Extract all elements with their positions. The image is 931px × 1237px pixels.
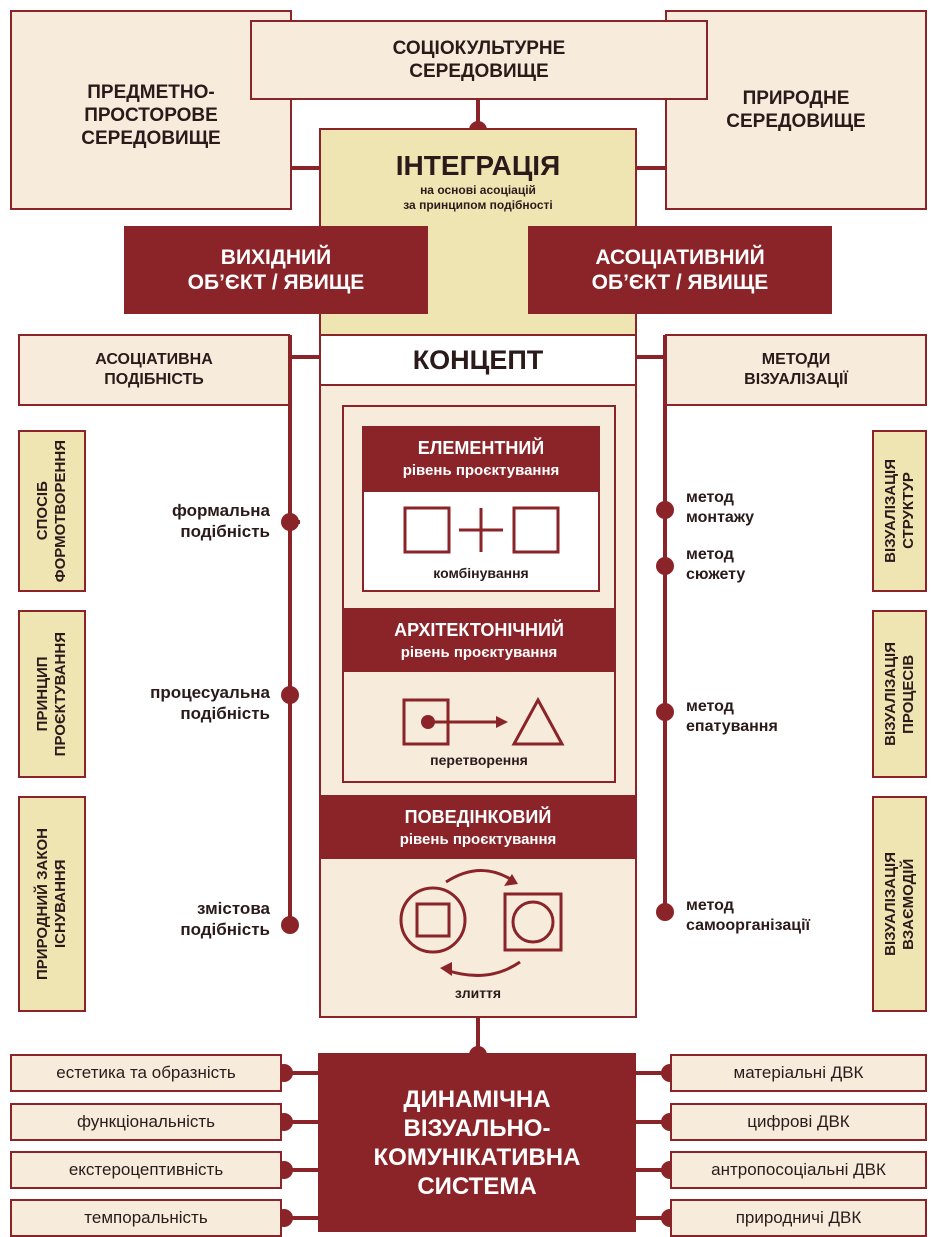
element-architectonic-frame — [342, 405, 616, 783]
right-type-box-4: природничі ДВК — [670, 1199, 927, 1237]
concept-title: КОНЦЕПТ — [412, 344, 544, 375]
visualization-methods-box: МЕТОДИ ВІЗУАЛІЗАЦІЇ — [665, 334, 927, 406]
integration-title: ІНТЕГРАЦІЯ — [395, 150, 561, 181]
left-prop-box-1: естетика та образність — [10, 1054, 282, 1092]
right-type-box-3: антропосоціальні ДВК — [670, 1151, 927, 1189]
element-level-caption: комбінування — [433, 565, 529, 581]
similarity-label-formal: формальна подібність — [172, 501, 270, 541]
method-label-epatage: метод епатування — [686, 698, 778, 735]
method-label-montage: метод монтажу — [686, 489, 755, 526]
architectonic-level-header: АРХІТЕКТОНІЧНИЙ рівень проєктування — [342, 608, 616, 672]
element-level-sub: рівень проєктування — [402, 461, 560, 479]
right-vertical-box-2: ВІЗУАЛІЗАЦІЯ ПРОЦЕСІВ — [872, 610, 927, 778]
left-vertical-box-2: ПРИНЦИП ПРОЄКТУВАННЯ — [18, 610, 86, 778]
left-vertical-label-1: СПОСІБ ФОРМОТВОРЕННЯ — [34, 439, 69, 583]
left-vertical-box-3: ПРИРОДНИЙ ЗАКОН ІСНУВАННЯ — [18, 796, 86, 1012]
right-vertical-box-3: ВІЗУАЛІЗАЦІЯ ВЗАЄМОДІЙ — [872, 796, 927, 1012]
left-prop-box-4: темпоральність — [10, 1199, 282, 1237]
integration-subtitle: на основі асоціацій за принципом подібно… — [403, 183, 553, 212]
behavioral-level-caption: злиття — [454, 985, 502, 1001]
right-type-label-2: цифрові ДВК — [747, 1112, 850, 1131]
architectonic-level-caption: перетворення — [430, 752, 528, 768]
left-prop-box-2: функціональність — [10, 1103, 282, 1141]
right-vertical-label-3: ВІЗУАЛІЗАЦІЯ ВЗАЄМОДІЙ — [881, 852, 917, 956]
subject-spatial-environment-label: ПРЕДМЕТНО- ПРОСТОРОВЕ СЕРЕДОВИЩЕ — [81, 81, 221, 149]
dynamic-system-label: ДИНАМІЧНА ВІЗУАЛЬНО- КОМУНІКАТИВНА СИСТЕ… — [373, 1085, 581, 1200]
source-object-label: ВИХІДНИЙ ОБ’ЄКТ / ЯВИЩЕ — [187, 246, 365, 294]
architectonic-level-title: АРХІТЕКТОНІЧНИЙ — [394, 619, 564, 640]
behavioral-level-title: ПОВЕДІНКОВИЙ — [404, 806, 552, 827]
method-label-self-organization: метод самоорганізації — [686, 897, 811, 934]
associative-object-label: АСОЦІАТИВНИЙ ОБ’ЄКТ / ЯВИЩЕ — [591, 246, 769, 294]
left-vertical-box-1: СПОСІБ ФОРМОТВОРЕННЯ — [18, 430, 86, 592]
behavioral-level-header: ПОВЕДІНКОВИЙ рівень проєктування — [319, 795, 637, 859]
right-vertical-label-2: ВІЗУАЛІЗАЦІЯ ПРОЦЕСІВ — [881, 642, 917, 746]
right-vertical-box-1: ВІЗУАЛІЗАЦІЯ СТРУКТУР — [872, 430, 927, 592]
subject-spatial-environment-box: ПРЕДМЕТНО- ПРОСТОРОВЕ СЕРЕДОВИЩЕ — [10, 10, 292, 210]
architectonic-level-sub: рівень проєктування — [400, 643, 558, 661]
associative-object-box: АСОЦІАТИВНИЙ ОБ’ЄКТ / ЯВИЩЕ — [528, 226, 832, 314]
sociocultural-environment-box: СОЦІОКУЛЬТУРНЕ СЕРЕДОВИЩЕ — [250, 20, 708, 100]
behavioral-level-sub: рівень проєктування — [399, 830, 557, 848]
method-label-plot: метод сюжету — [686, 546, 746, 583]
right-type-box-2: цифрові ДВК — [670, 1103, 927, 1141]
left-prop-label-3: екстероцептивність — [68, 1160, 224, 1179]
right-type-label-4: природничі ДВК — [735, 1208, 862, 1227]
element-level-header: ЕЛЕМЕНТНИЙ рівень проєктування — [362, 426, 600, 490]
left-prop-label-4: темпоральність — [84, 1208, 208, 1227]
right-type-box-1: матеріальні ДВК — [670, 1054, 927, 1092]
similarity-label-processual: процесуальна подібність — [150, 683, 270, 723]
similarity-label-content: змістова подібність — [180, 899, 270, 939]
right-type-label-1: матеріальні ДВК — [733, 1063, 864, 1082]
sociocultural-environment-label: СОЦІОКУЛЬТУРНЕ СЕРЕДОВИЩЕ — [392, 38, 566, 82]
right-vertical-label-1: ВІЗУАЛІЗАЦІЯ СТРУКТУР — [881, 459, 917, 563]
left-vertical-label-2: ПРИНЦИП ПРОЄКТУВАННЯ — [34, 631, 69, 757]
associative-similarity-label: АСОЦІАТИВНА ПОДІБНІСТЬ — [95, 351, 213, 388]
dynamic-system-box: ДИНАМІЧНА ВІЗУАЛЬНО- КОМУНІКАТИВНА СИСТЕ… — [318, 1053, 636, 1232]
left-prop-box-3: екстероцептивність — [10, 1151, 282, 1189]
left-vertical-label-3: ПРИРОДНИЙ ЗАКОН ІСНУВАННЯ — [34, 828, 69, 980]
source-object-box: ВИХІДНИЙ ОБ’ЄКТ / ЯВИЩЕ — [124, 226, 428, 314]
associative-similarity-box: АСОЦІАТИВНА ПОДІБНІСТЬ — [18, 334, 290, 406]
visualization-methods-label: МЕТОДИ ВІЗУАЛІЗАЦІЇ — [744, 351, 848, 388]
element-level-title: ЕЛЕМЕНТНИЙ — [417, 437, 545, 458]
natural-environment-box: ПРИРОДНЕ СЕРЕДОВИЩЕ — [665, 10, 927, 210]
left-prop-label-1: естетика та образність — [56, 1063, 236, 1082]
left-prop-label-2: функціональність — [76, 1112, 216, 1131]
concept-box: КОНЦЕПТ — [319, 334, 637, 386]
right-type-label-3: антропосоціальні ДВК — [711, 1160, 886, 1179]
natural-environment-label: ПРИРОДНЕ СЕРЕДОВИЩЕ — [726, 88, 866, 132]
